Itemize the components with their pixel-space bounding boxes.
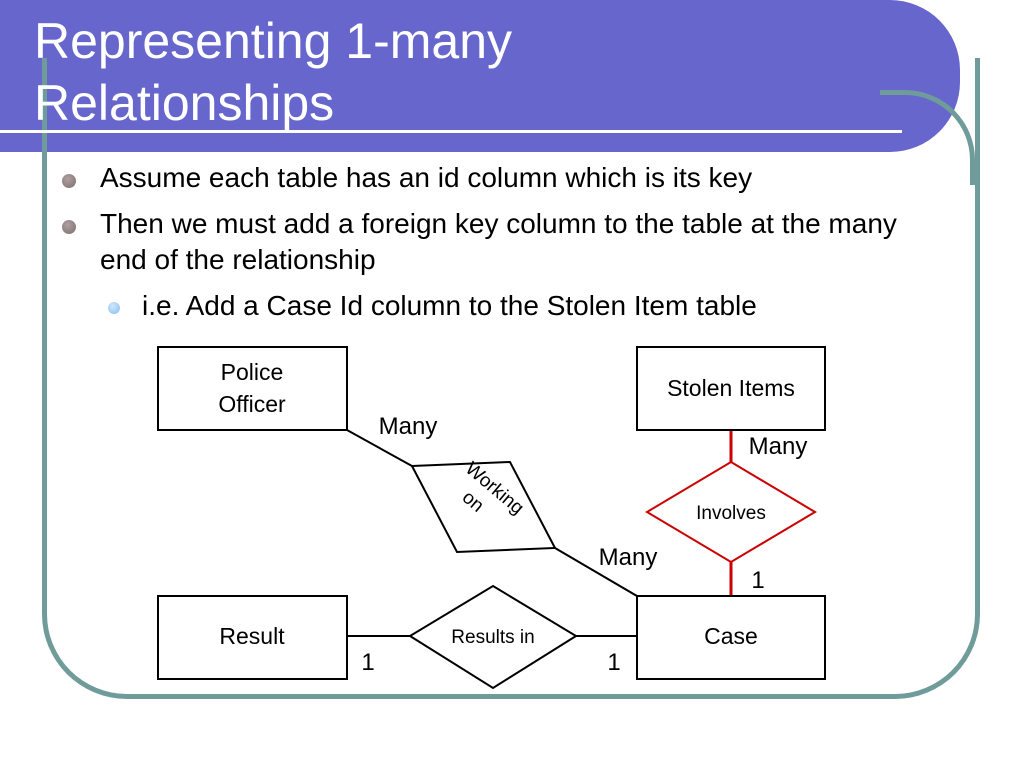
line-working-case bbox=[554, 547, 638, 597]
bullet-list: Assume each table has an id column which… bbox=[62, 160, 942, 324]
sub-bullet-dot-icon bbox=[108, 302, 120, 314]
sub-bullet-item: i.e. Add a Case Id column to the Stolen … bbox=[108, 288, 942, 324]
title-line-2: Relationships bbox=[34, 75, 335, 131]
relationship-shape bbox=[408, 584, 578, 690]
entity-label: Stolen Items bbox=[667, 375, 795, 401]
bullet-item: Then we must add a foreign key column to… bbox=[62, 206, 942, 278]
entity-label: Officer bbox=[218, 391, 286, 417]
entity-box bbox=[636, 346, 826, 431]
sub-bullet-text: i.e. Add a Case Id column to the Stolen … bbox=[142, 290, 757, 321]
entity-police-officer: Police Officer bbox=[157, 346, 348, 431]
bullet-text: Assume each table has an id column which… bbox=[100, 162, 753, 193]
relationship-involves: Involves bbox=[645, 460, 817, 564]
entity-box bbox=[157, 595, 348, 680]
relationship-shape bbox=[410, 460, 557, 554]
cardinality-label: Many bbox=[749, 433, 808, 460]
relationship-label: Results in bbox=[451, 627, 534, 648]
relationship-label: Involves bbox=[696, 503, 766, 524]
title-underline bbox=[0, 130, 902, 133]
entity-label: Police bbox=[221, 359, 284, 385]
bullet-dot-icon bbox=[62, 220, 76, 234]
relationship-results-in: Results in bbox=[408, 584, 578, 690]
bullet-item: Assume each table has an id column which… bbox=[62, 160, 942, 196]
cardinality-label: Many bbox=[599, 544, 658, 571]
entity-case: Case bbox=[636, 595, 826, 680]
slide-frame bbox=[42, 58, 980, 699]
line-officer-working bbox=[346, 429, 413, 467]
title-line-1: Representing 1-many bbox=[34, 13, 513, 69]
cardinality-label: 1 bbox=[607, 649, 620, 676]
bullet-dot-icon bbox=[62, 174, 76, 188]
entity-result: Result bbox=[157, 595, 348, 680]
relationship-working-on: Working on bbox=[410, 458, 557, 554]
cardinality-label: 1 bbox=[361, 649, 374, 676]
entity-label: Case bbox=[704, 623, 758, 649]
slide-title: Representing 1-many Relationships bbox=[34, 10, 512, 134]
title-bar bbox=[0, 0, 960, 152]
bullet-text: Then we must add a foreign key column to… bbox=[100, 208, 897, 275]
cardinality-label: Many bbox=[379, 413, 438, 440]
entity-box bbox=[157, 346, 348, 431]
cardinality-label: 1 bbox=[751, 567, 764, 594]
entity-stolen-items: Stolen Items bbox=[636, 346, 826, 431]
entity-box bbox=[636, 595, 826, 680]
entity-label: Result bbox=[219, 623, 285, 649]
relationship-shape bbox=[645, 460, 817, 564]
